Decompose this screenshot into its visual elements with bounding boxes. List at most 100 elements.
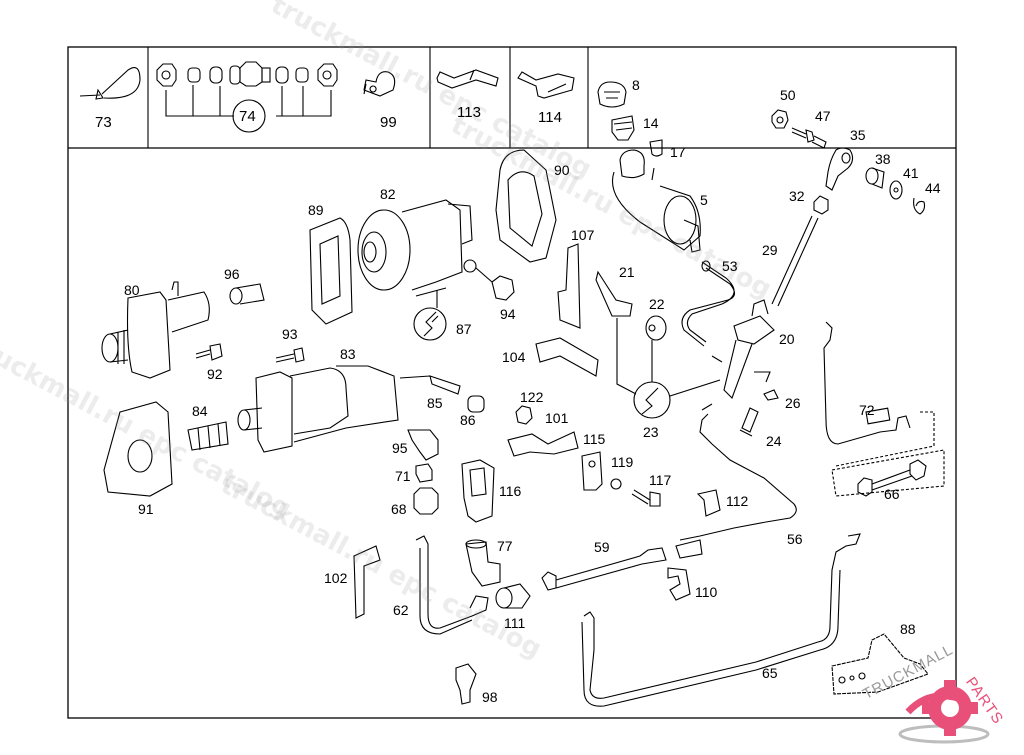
part-17-plug xyxy=(649,139,663,157)
callout-113[interactable]: 113 xyxy=(457,104,481,121)
callout-90[interactable]: 90 xyxy=(554,162,570,178)
callout-44[interactable]: 44 xyxy=(925,180,941,196)
callout-72[interactable]: 72 xyxy=(859,402,875,418)
part-77-elbow xyxy=(465,539,501,587)
callout-94[interactable]: 94 xyxy=(500,306,516,322)
callout-98[interactable]: 98 xyxy=(482,689,498,705)
part-53-hose xyxy=(681,260,736,347)
callout-117[interactable]: 117 xyxy=(649,472,672,488)
part-24-bolt xyxy=(739,407,759,437)
callout-5[interactable]: 5 xyxy=(700,192,708,208)
callout-91[interactable]: 91 xyxy=(138,501,154,517)
callout-66[interactable]: 66 xyxy=(884,486,900,502)
part-41-washer xyxy=(889,180,903,200)
part-65-brake-line xyxy=(581,533,861,707)
callout-119[interactable]: 119 xyxy=(611,454,634,470)
callout-41[interactable]: 41 xyxy=(903,165,919,181)
diagram-frame xyxy=(67,46,957,719)
callout-24[interactable]: 24 xyxy=(766,433,782,449)
callout-96[interactable]: 96 xyxy=(224,266,240,282)
part-114-bracket xyxy=(517,71,575,99)
callout-8[interactable]: 8 xyxy=(632,77,640,93)
part-93-bolt xyxy=(275,347,305,363)
callout-56[interactable]: 56 xyxy=(787,531,803,547)
callout-65[interactable]: 65 xyxy=(762,665,778,681)
callout-122[interactable]: 122 xyxy=(520,389,544,405)
callout-93[interactable]: 93 xyxy=(282,326,298,342)
part-122-nut xyxy=(515,405,533,425)
callout-47[interactable]: 47 xyxy=(815,108,831,124)
callout-77[interactable]: 77 xyxy=(497,538,513,554)
part-68-nut xyxy=(413,487,439,515)
part-111-union xyxy=(495,583,531,609)
callout-86[interactable]: 86 xyxy=(460,412,476,428)
callout-107[interactable]: 107 xyxy=(571,227,595,243)
callout-32[interactable]: 32 xyxy=(789,188,805,204)
callout-99[interactable]: 99 xyxy=(380,114,397,131)
part-87-tool-symbol xyxy=(413,290,447,341)
part-96-union xyxy=(229,283,265,305)
callout-82[interactable]: 82 xyxy=(380,186,396,202)
part-35-clevis xyxy=(825,147,854,191)
callout-83[interactable]: 83 xyxy=(340,346,356,362)
part-84-boot xyxy=(187,421,229,451)
callout-102[interactable]: 102 xyxy=(324,570,348,586)
callout-26[interactable]: 26 xyxy=(785,395,801,411)
callout-23[interactable]: 23 xyxy=(643,424,659,440)
callout-112[interactable]: 112 xyxy=(726,493,749,509)
callout-95[interactable]: 95 xyxy=(392,440,408,456)
callout-116[interactable]: 116 xyxy=(499,483,522,499)
part-89-gasket xyxy=(309,217,353,325)
part-72-brake-hose xyxy=(823,321,935,467)
part-115-clamp xyxy=(581,451,603,491)
callout-110[interactable]: 110 xyxy=(695,584,718,600)
callout-21[interactable]: 21 xyxy=(619,264,635,280)
part-83-clutch-servo xyxy=(237,365,399,453)
part-71-plug xyxy=(415,463,433,483)
callout-22[interactable]: 22 xyxy=(649,296,665,312)
callout-14[interactable]: 14 xyxy=(643,115,659,131)
part-14-strainer xyxy=(611,115,635,141)
part-112-bracket xyxy=(696,489,721,517)
callout-71[interactable]: 71 xyxy=(395,468,411,484)
part-99-pipe-clip xyxy=(363,71,396,97)
callout-53[interactable]: 53 xyxy=(722,258,738,274)
part-104-bracket xyxy=(535,337,599,377)
callout-20[interactable]: 20 xyxy=(779,331,795,347)
callout-104[interactable]: 104 xyxy=(502,349,526,365)
part-62-pipe xyxy=(415,535,489,635)
part-23-tool-symbol xyxy=(616,318,721,419)
part-80-slave-cylinder xyxy=(101,281,210,379)
part-91-mounting-plate xyxy=(103,401,173,497)
callout-68[interactable]: 68 xyxy=(391,501,407,517)
callout-101[interactable]: 101 xyxy=(545,410,569,426)
part-98-bleeder xyxy=(455,663,477,705)
callout-35[interactable]: 35 xyxy=(850,127,866,143)
callout-62[interactable]: 62 xyxy=(393,602,409,618)
callout-29[interactable]: 29 xyxy=(762,242,778,258)
callout-50[interactable]: 50 xyxy=(780,87,796,103)
part-32-nut xyxy=(813,195,829,215)
callout-85[interactable]: 85 xyxy=(427,395,443,411)
callout-74[interactable]: 74 xyxy=(239,108,256,125)
callout-92[interactable]: 92 xyxy=(207,366,223,382)
part-92-bolt xyxy=(195,343,223,361)
callout-114[interactable]: 114 xyxy=(538,109,562,126)
part-119-washer xyxy=(610,478,622,490)
callout-17[interactable]: 17 xyxy=(670,144,686,160)
part-20-master-cylinder xyxy=(711,299,775,399)
callout-84[interactable]: 84 xyxy=(192,403,208,419)
callout-88[interactable]: 88 xyxy=(900,621,916,637)
callout-111[interactable]: 111 xyxy=(504,615,526,631)
callout-59[interactable]: 59 xyxy=(594,539,610,555)
part-74-fittings xyxy=(156,61,338,133)
callout-89[interactable]: 89 xyxy=(308,202,324,218)
callout-73[interactable]: 73 xyxy=(95,114,112,131)
callout-80[interactable]: 80 xyxy=(124,282,140,298)
callout-87[interactable]: 87 xyxy=(456,321,472,337)
part-22-grommet xyxy=(645,315,667,341)
callout-115[interactable]: 115 xyxy=(583,431,606,447)
callout-38[interactable]: 38 xyxy=(875,151,891,167)
truckmallparts-logo: TRUCKMALL PARTS xyxy=(858,641,1024,750)
part-102-bracket xyxy=(353,545,381,619)
